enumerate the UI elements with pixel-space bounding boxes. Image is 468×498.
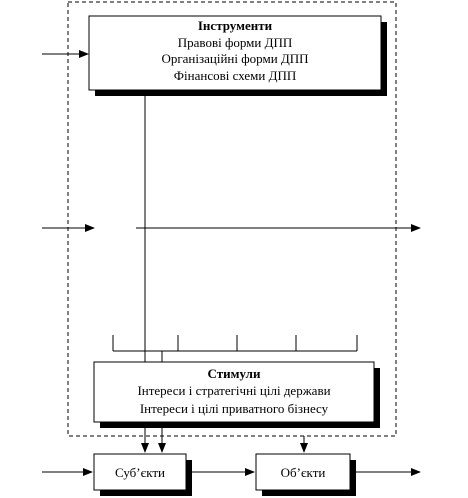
stimuli-item-state-interests: Інтереси і стратегічні цілі держави	[137, 383, 330, 398]
subjects-box-frame	[93, 453, 187, 491]
dashed-boundary	[67, 1, 397, 437]
stimuli-box: Стимули Інтереси і стратегічні цілі держ…	[93, 361, 380, 428]
stimuli-item-business-interests: Інтереси і цілі приватного бізнесу	[140, 401, 329, 416]
objects-box: Об’єкти	[255, 453, 356, 496]
objects-box-frame	[255, 453, 351, 491]
instruments-item-organizational-forms: Організаційні форми ДПП	[161, 51, 308, 66]
stimuli-title: Стимули	[208, 366, 261, 381]
stimuli-bracket	[112, 335, 358, 362]
stimuli-box-frame	[93, 361, 375, 423]
subjects-label: Суб’єкти	[115, 465, 165, 480]
instruments-box: Інструменти Правові форми ДПП Організаці…	[88, 15, 387, 96]
instruments-box-frame	[88, 15, 382, 91]
instruments-title: Інструменти	[198, 18, 273, 33]
instruments-item-legal-forms: Правові форми ДПП	[178, 35, 293, 50]
subjects-box: Суб’єкти	[93, 453, 192, 496]
instruments-item-financial-schemes: Фінансові схеми ДПП	[174, 68, 296, 83]
objects-label: Об’єкти	[281, 465, 326, 480]
